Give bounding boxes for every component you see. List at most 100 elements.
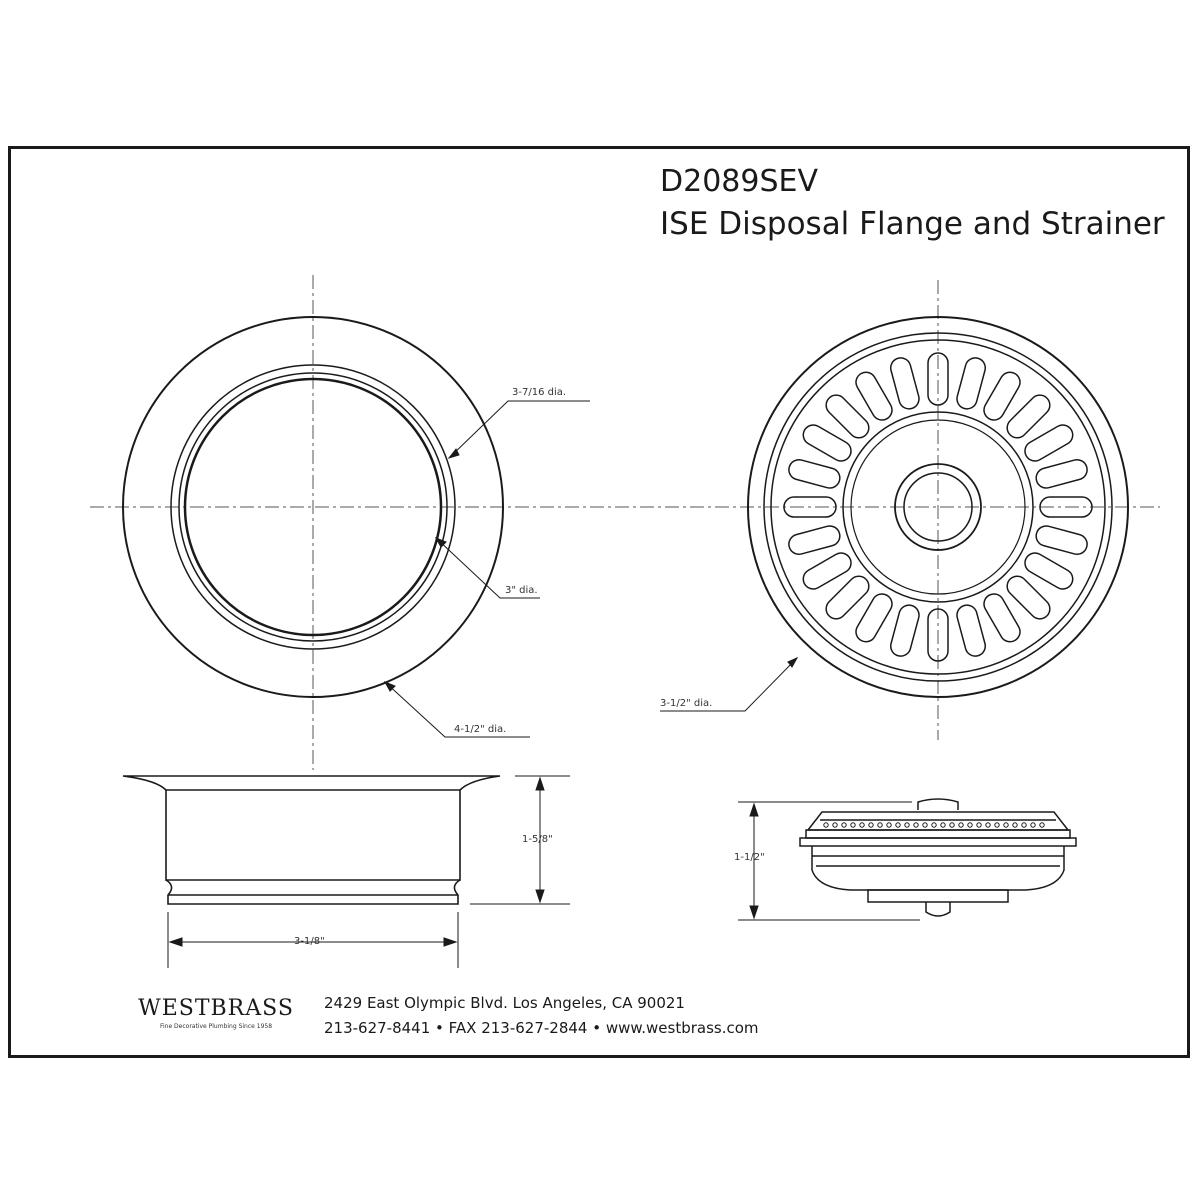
strainer-top-view xyxy=(747,316,1129,698)
dim-label-strainer-height: 1-1/2" xyxy=(734,852,765,863)
flange-side-base xyxy=(165,879,461,905)
strainer-side-tooth xyxy=(931,822,937,828)
strainer-side-tooth xyxy=(886,822,892,828)
strainer-slot xyxy=(1039,496,1093,518)
strainer-side-basket-top xyxy=(806,811,1070,831)
strainer-slot xyxy=(1024,424,1074,462)
leader-3-dia-arrow xyxy=(434,537,447,548)
strainer-slot xyxy=(788,458,841,489)
strainer-cap-outer xyxy=(894,463,982,551)
strainer-side-tooth xyxy=(859,822,865,828)
contact-address: 2429 East Olympic Blvd. Los Angeles, CA … xyxy=(324,994,685,1012)
strainer-side-tooth xyxy=(841,822,847,828)
strainer-slots xyxy=(783,352,1093,662)
strainer-slot xyxy=(956,604,987,657)
leader-3-1-2 xyxy=(660,657,798,712)
strainer-side-tooth xyxy=(823,822,829,828)
strainer-side-stem xyxy=(925,902,951,917)
product-title: ISE Disposal Flange and Strainer xyxy=(660,206,1165,242)
strainer-slot xyxy=(783,496,837,518)
flange-side-view xyxy=(122,775,501,905)
strainer-slot xyxy=(983,371,1021,421)
strainer-side-tooth xyxy=(895,822,901,828)
leader-4-1-2-arrow xyxy=(383,681,396,692)
strainer-side-tooth xyxy=(913,822,919,828)
dim-label-strainer-outer: 3-1/2" dia. xyxy=(660,698,713,709)
flange-lip-inner xyxy=(178,372,448,642)
strainer-side-tooth xyxy=(1039,822,1045,828)
strainer-hub-inner xyxy=(850,419,1026,595)
flange-height-arrow-top xyxy=(535,776,545,791)
strainer-slot xyxy=(927,608,949,662)
strainer-side-tooth xyxy=(832,822,838,828)
flange-dimension-lines xyxy=(167,775,570,968)
strainer-height-arrow-top xyxy=(749,802,759,817)
strainer-side-tooth xyxy=(904,822,910,828)
strainer-side-knob xyxy=(917,798,959,810)
strainer-side-body xyxy=(811,846,1065,891)
strainer-side-teeth xyxy=(823,822,1045,828)
leader-3-1-2-arrow xyxy=(787,656,799,668)
strainer-ring-2 xyxy=(770,339,1106,675)
strainer-side-tooth xyxy=(976,822,982,828)
strainer-side-tooth xyxy=(1030,822,1036,828)
strainer-side-tooth xyxy=(877,822,883,828)
strainer-ring-1 xyxy=(763,332,1113,682)
strainer-slot xyxy=(956,357,987,410)
strainer-side-tooth xyxy=(850,822,856,828)
flange-side-rim xyxy=(122,775,501,791)
strainer-side-tooth xyxy=(1003,822,1009,828)
drawing-sheet-border xyxy=(8,146,1190,1058)
strainer-side-tooth xyxy=(1012,822,1018,828)
strainer-hub-outer xyxy=(842,411,1034,603)
strainer-slot xyxy=(1006,575,1051,620)
strainer-slot xyxy=(802,552,852,590)
leader-4-1-2 xyxy=(384,681,530,738)
strainer-side-flange xyxy=(799,837,1077,847)
strainer-side-tooth xyxy=(994,822,1000,828)
flange-lip-outer xyxy=(170,364,456,650)
strainer-height-arrow-bottom xyxy=(749,905,759,920)
flange-opening xyxy=(183,377,443,637)
dim-label-flange-lip: 3-7/16 dia. xyxy=(512,387,567,398)
strainer-side-tooth xyxy=(967,822,973,828)
leader-3-dia xyxy=(435,537,540,599)
dim-label-flange-width: 3-1/8" xyxy=(294,936,325,947)
strainer-slot xyxy=(855,593,893,643)
flange-outer-rim xyxy=(122,316,504,698)
strainer-leaders xyxy=(660,656,799,712)
strainer-slot xyxy=(889,604,920,657)
contact-phones: 213-627-8441 • FAX 213-627-2844 • www.we… xyxy=(324,1019,759,1037)
strainer-slot xyxy=(1035,458,1088,489)
strainer-slot xyxy=(788,525,841,556)
strainer-outer-rim xyxy=(747,316,1129,698)
flange-width-arrow-left xyxy=(168,937,183,947)
model-number: D2089SEV xyxy=(660,164,818,199)
brand-name: WESTBRASS xyxy=(138,996,294,1021)
strainer-slot xyxy=(889,357,920,410)
flange-top-view xyxy=(122,316,504,698)
leader-3-7-16 xyxy=(448,400,590,459)
strainer-side-tooth xyxy=(940,822,946,828)
strainer-slot xyxy=(825,394,870,439)
strainer-side-post xyxy=(867,889,1009,903)
strainer-slot xyxy=(825,575,870,620)
strainer-side-rim xyxy=(805,829,1071,839)
strainer-slot xyxy=(1024,552,1074,590)
strainer-slot xyxy=(1006,394,1051,439)
dim-label-flange-opening: 3" dia. xyxy=(505,585,538,596)
strainer-slot xyxy=(927,352,949,406)
dim-label-flange-height: 1-5/8" xyxy=(522,834,553,845)
strainer-slot xyxy=(855,371,893,421)
strainer-side-tooth xyxy=(1021,822,1027,828)
strainer-dimension-lines xyxy=(738,801,920,921)
center-lines xyxy=(90,275,1160,770)
flange-width-arrow-right xyxy=(443,937,458,947)
strainer-side-view xyxy=(799,798,1077,917)
strainer-cap-inner xyxy=(903,472,973,542)
brand-logo: WESTBRASS Fine Decorative Plumbing Since… xyxy=(128,996,304,1030)
flange-side-body xyxy=(165,790,461,881)
dim-label-flange-outer: 4-1/2" dia. xyxy=(454,724,507,735)
strainer-side-tooth xyxy=(958,822,964,828)
